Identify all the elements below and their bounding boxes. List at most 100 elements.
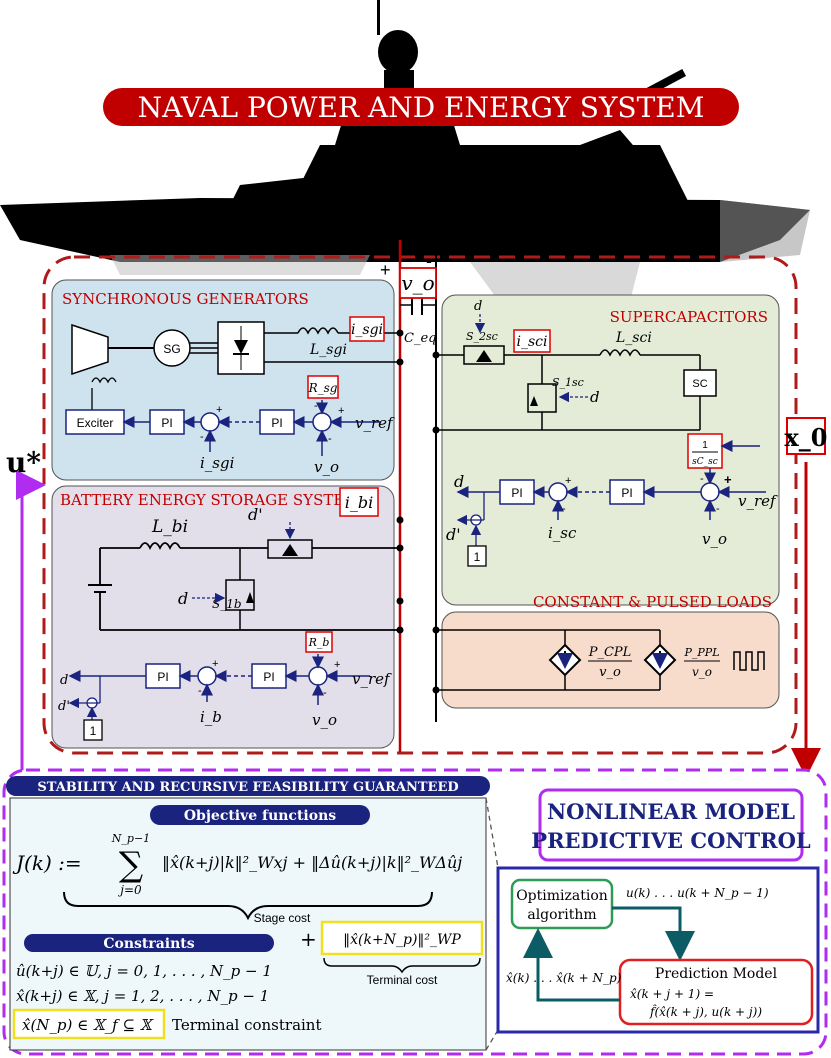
exciter-block [65,409,125,435]
bess-out-dp: d' [58,699,70,714]
plus-sign: + [300,927,317,951]
sc-gain-den: sC_sc [692,457,718,467]
sg-resistor-box [307,375,339,399]
bess-switch-label: S_1b [212,597,242,611]
stage-cost-label: Stage cost [254,911,311,925]
sc-ref-label: v_ref [738,492,778,510]
bess-sum2-minus: - [323,687,327,699]
constraints-pill [24,934,274,952]
bus-voltage-box [399,267,437,299]
sc-duty-top: d [474,299,482,314]
sg-fb-voltage: v_o [314,458,339,476]
sc-one-label: 1 [474,550,481,564]
sc-sum1-plus: + [565,475,571,487]
sg-fb-current: i_sgi [200,454,235,472]
sg-pi-1-label: PI [161,416,172,430]
sc-out-d: d [454,472,464,491]
bess-current-box [339,487,379,517]
x0-box [786,417,826,455]
u-star-label: u* [6,446,41,479]
pulse-train-icon [733,651,765,671]
sum-sign: ∑ [119,845,143,885]
sc-box-label: SC [692,378,707,390]
turbine-icon [71,323,109,376]
loads-heading: CONSTANT & PULSED LOADS [533,593,772,611]
exciter-label: Exciter [77,416,114,430]
sc-out-dp: d' [446,525,461,544]
cpl-den: v_o [599,665,621,680]
bess-current-label: i_bi [345,493,373,512]
sc-switch-bottom: S_1sc [552,376,584,389]
bess-resistor-box [305,631,333,653]
constraint-2: x̂(k+j) ∈ 𝕏, j = 1, 2, . . . , N_p − 1 [16,987,269,1005]
terminal-constraint-box [12,1008,166,1040]
bess-sum2-plus: + [334,659,340,671]
sg-sum1-plus: + [216,404,222,416]
u-sequence: u(k) . . . u(k + N_p − 1) [626,886,769,900]
bus-plus: + [380,260,391,280]
bus-voltage-label: v_o [401,271,434,295]
sc-fb-current: i_sc [548,524,577,542]
sc-duty-bottom: d [590,388,600,406]
opt-line-2: algorithm [527,907,596,923]
constraints-heading: Constraints [103,936,194,952]
sg-sum2-minus-top: - [314,400,318,412]
nmpc-title-1: NONLINEAR MODEL [547,799,795,824]
cost-terms: ‖x̂(k+j)|k‖²_Wxj + ‖Δû(k+j)|k‖²_WΔûj [162,853,462,872]
nmpc-banner [6,776,490,796]
terminal-term-box [320,920,484,956]
bus-capacitor-label: C_eq [404,331,436,346]
bess-top-switch-icon [267,539,313,559]
bess-pi-2-label: PI [263,670,274,684]
terminal-cost-label: Terminal cost [367,973,438,987]
sc-fb-voltage: v_o [702,530,727,548]
sg-resistor-label: R_sg [308,381,338,395]
sc-switch-top: S_2sc [466,330,498,343]
sg-sum2-plus: + [338,405,344,417]
sc-inductor-label: L_sci [615,330,652,346]
bess-out-d: d [60,673,68,688]
sc-one-block [467,545,487,567]
bess-sum-2 [308,666,328,686]
pred-eq-1: x̂(k + j + 1) = [630,987,714,1001]
sg-inductor-label: L_sgi [309,342,347,358]
sc-pi-2-label: PI [621,486,632,500]
sc-sum1-minus: - [562,503,566,515]
sum-bottom: j=0 [117,883,142,897]
bess-resistor-label: R_b [308,636,330,649]
loads-panel [441,611,780,709]
bess-pi-1-label: PI [157,670,168,684]
bess-dp-label: d' [248,505,263,524]
nmpc-title-box [538,788,804,862]
terminal-constraint-label: Terminal constraint [172,1016,322,1034]
bess-fb-current: i_b [200,708,222,726]
constraint-1: û(k+j) ∈ 𝕌, j = 0, 1, . . . , N_p − 1 [16,962,272,980]
sg-sum1-minus: - [200,431,204,443]
title-banner [103,88,739,126]
objective-pill [150,805,370,825]
optimization-block [510,878,614,930]
bess-inductor-icon [139,542,181,551]
sc-pi-1-label: PI [511,486,522,500]
constraint-3: x̂(N_p) ∈ 𝕏_f ⊆ 𝕏 [22,1016,154,1034]
bess-sum1-plus: + [212,658,218,670]
sg-panel [51,279,395,481]
objective-heading: Objective functions [184,808,336,824]
sc-sum2-plus: + [724,472,732,487]
sc-current-label: i_sci [517,334,548,350]
sg-heading: SYNCHRONOUS GENERATORS [62,290,309,308]
opt-line-1: Optimization [516,888,608,904]
sc-sum2-minus: - [716,503,720,515]
x0-label: x_0 [784,423,827,452]
bess-inductor-label: L_bi [151,517,188,537]
bess-panel [51,485,395,749]
sc-gain-box [687,433,723,469]
sg-sum-2 [312,412,332,432]
bess-sum1-minus: - [198,685,202,697]
cpl-num: P_CPL [588,645,632,660]
u-star-arrow [16,470,46,775]
bess-fb-voltage: v_o [312,711,337,729]
page-title: NAVAL POWER AND ENERGY SYSTEM [138,91,705,124]
pred-title: Prediction Model [655,966,778,982]
